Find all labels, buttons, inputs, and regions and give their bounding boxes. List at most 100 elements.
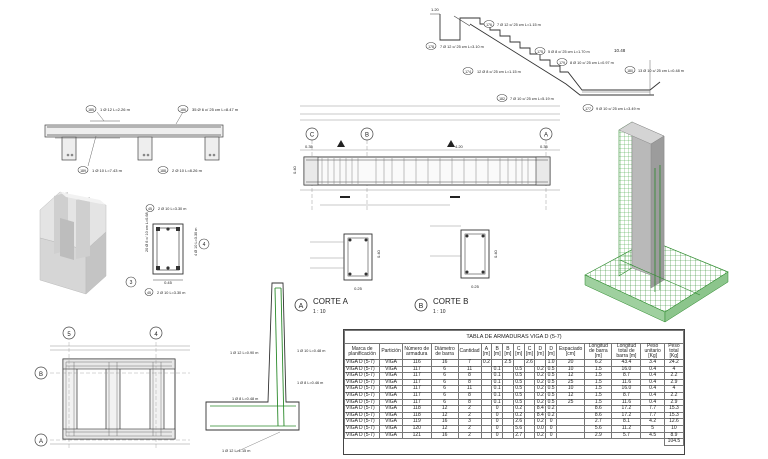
section-b-scale: 1 : 10 [433,309,446,315]
section-a-title: CORTE A [313,297,349,306]
table-cell [523,391,536,400]
section-a: 0.25 0.40 A CORTE A 1 : 10 [294,233,381,315]
table-header-cell: Peso unitario [Kg] [640,343,665,360]
table-cell: 0 [545,431,558,440]
wall-callout-4: 1 Ø 8 L=0.48 m [232,397,258,401]
table-cell [480,405,493,413]
table-cell [502,424,514,433]
table-cell [556,405,586,413]
table-cell [523,418,536,426]
svg-text:175: 175 [537,50,543,54]
foundation-plan: 5 4 B A [34,326,190,450]
table-cell [502,398,514,407]
axis-b: B [365,133,369,139]
section-a-scale: 1 : 10 [313,309,326,315]
table-cell [502,418,514,426]
table-cell [523,424,536,433]
table-cell [523,398,536,407]
section-a-width: 0.25 [354,286,363,291]
table-cell: 0 [491,431,504,440]
isometric-footing-3d [39,191,107,295]
svg-text:182: 182 [499,97,505,101]
table-cell [480,365,493,374]
callout-top-beam-2: 35 Ø 6 c/ 25 cm L=8.47 m [192,107,239,112]
table-cell [480,424,493,433]
table-cell [502,391,514,400]
svg-text:179: 179 [559,61,565,65]
stair-callout-8: 9 Ø 10 c/ 25 cm L=3.49 m [596,107,640,111]
elevation-height-dim: 0.40 [292,165,297,174]
table-cell [480,372,493,380]
table-cell [502,365,514,374]
table-cell [556,431,586,440]
elevation-span-dim: 4.20 [455,144,464,149]
table-cell: 2 [457,431,482,440]
table-header-cell: D [m] [545,343,558,360]
table-cell: 121 [401,431,432,440]
table-cell [480,378,493,387]
table-cell [502,378,514,387]
table-header-cell: Longitud total de barra [m] [611,343,642,360]
section-width-dim: 0.45 [164,280,173,285]
table-header-cell: C [m] [523,343,536,360]
table-cell: 0.2 [480,359,493,367]
stair-dim: 1.20 [431,7,440,12]
table-header-cell: D [m] [534,343,547,360]
svg-text:45: 45 [148,207,152,211]
svg-text:177: 177 [585,107,591,111]
section-b-title: CORTE B [433,297,468,306]
table-cell: VIGA D (5-7) [343,431,381,440]
callout-top-beam-1: 1 Ø 12 L=2.26 m [100,107,131,112]
table-cell [480,411,493,420]
section-tag-1: 4 [203,242,206,248]
beam-cross-section: 0.45 45 2 Ø 10 L=3.30 m 20 Ø 6 c/ 10 cm … [125,204,210,296]
table-cell: 5.7 [611,431,642,440]
svg-text:178: 178 [428,45,434,49]
table-cell [523,411,536,420]
section-b: 0.25 0.40 B CORTE B 1 : 10 [414,225,498,315]
table-cell [523,378,536,387]
retaining-wall-section: 1 Ø 12 L=0.90 m 1 Ø 10 L=0.48 m 1 Ø 8 L=… [205,282,325,453]
table-cell [523,431,536,440]
table-cell [480,418,493,426]
table-cell [480,398,493,407]
table-cell [556,418,586,426]
svg-text:174: 174 [465,70,471,74]
table-cell [556,424,586,433]
callout-top-beam-4: 2 Ø 10 L=8.26 m [172,168,203,173]
table-cell: 16 [430,431,459,440]
plan-axis-5: 5 [67,332,71,338]
wall-callout-1: 1 Ø 12 L=0.90 m [230,351,258,355]
table-cell [502,372,514,380]
callout-top-beam-3: 1 Ø 10 L=7.43 m [92,168,123,173]
callout-section-bottom: 2 Ø 10 L=3.30 m [157,291,185,295]
table-total: 104.5 [663,438,685,446]
section-b-width: 0.25 [471,284,480,289]
table-cell [523,385,536,393]
table-cell: 25 [556,398,586,407]
stair-callout-4: 12 Ø 8 c/ 25 cm L=1.15 m [477,70,521,74]
stair-level: 10.48 [614,48,626,53]
section-a-height: 0.40 [376,249,381,258]
table-cell: 2.9 [584,431,613,440]
svg-text:180: 180 [627,69,633,73]
table-cell [502,411,514,420]
table-cell [556,411,586,420]
table-header-cell: B [m] [491,343,504,360]
table-header-cell: C [m] [512,343,525,360]
table-cell: 2.5 [502,359,514,367]
table-cell [480,391,493,400]
table-header-cell: Cantidad [457,343,482,360]
svg-text:185: 185 [88,108,94,112]
svg-text:186: 186 [180,108,186,112]
svg-text:45: 45 [147,291,151,295]
table-cell: 2.7 [512,431,525,440]
section-a-letter: A [299,303,304,310]
svg-text:188: 188 [160,169,166,173]
callout-section-right: 4 Ø 10 L=3.30 m [194,228,198,256]
